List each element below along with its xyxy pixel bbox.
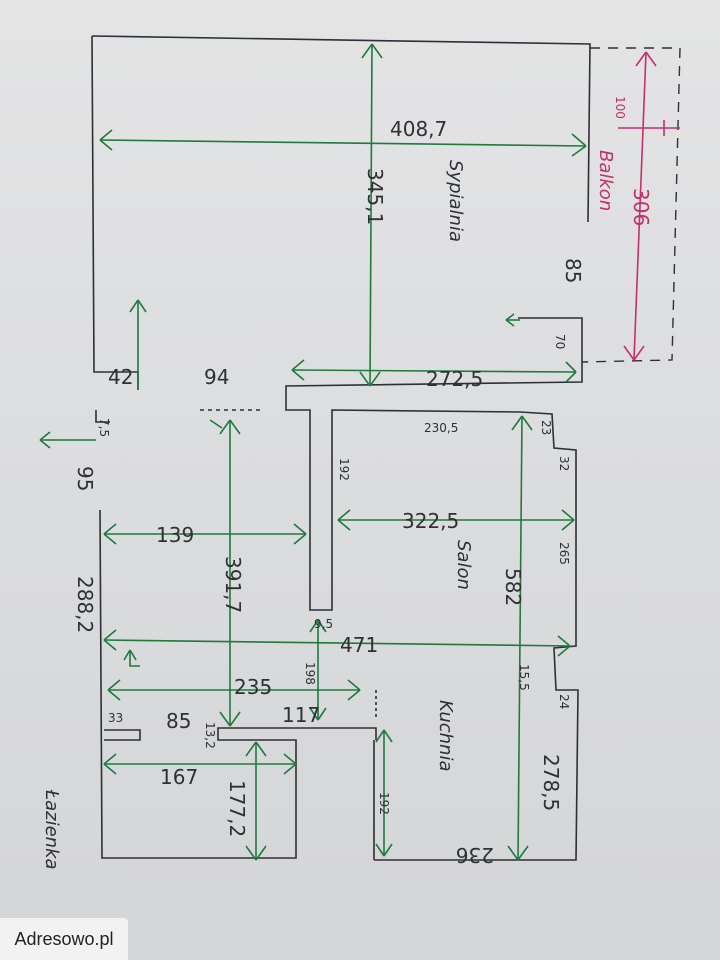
dim-32: 32: [557, 456, 571, 471]
dim-272-5: 272,5: [426, 367, 483, 391]
dim-9-5: 9,5: [314, 617, 333, 631]
dim-236: 236: [456, 843, 494, 867]
dim-408-7: 408,7: [390, 117, 447, 141]
dim-24: 24: [557, 694, 571, 709]
dim-322-5: 322,5: [402, 509, 459, 533]
dim-100: 100: [613, 96, 627, 119]
dim-192-a: 192: [337, 458, 351, 481]
balcony-dimensions: [618, 51, 680, 361]
dim-33: 33: [108, 711, 123, 725]
dim-13-2: 13,2: [203, 722, 217, 749]
dim-288-2: 288,2: [73, 576, 97, 633]
dim-192-b: 192: [377, 792, 391, 815]
dim-70: 70: [553, 334, 567, 349]
dim-582: 582: [501, 568, 525, 606]
dim-15-5: 15,5: [517, 664, 531, 691]
room-label-kuchnia: Kuchnia: [435, 700, 456, 771]
dim-94: 94: [204, 365, 229, 389]
room-label-lazienka: Łazienka: [41, 789, 62, 870]
dim-265: 265: [557, 542, 571, 565]
dim-306: 306: [629, 188, 653, 226]
dim-42: 42: [108, 365, 133, 389]
room-label-sypialnia: Sypialnia: [445, 160, 466, 242]
room-label-salon: Salon: [453, 540, 474, 590]
walls: [91, 35, 591, 861]
dim-167: 167: [160, 765, 198, 789]
dim-85b: 85: [166, 709, 191, 733]
dimension-lines: [39, 43, 587, 861]
dim-7-5: 7,5: [97, 418, 111, 437]
room-label-balkon: Balkon: [595, 150, 616, 211]
dim-345-1: 345,1: [363, 168, 387, 225]
dim-230-5: 230,5: [424, 421, 458, 435]
dim-235: 235: [234, 675, 272, 699]
dim-23: 23: [539, 420, 553, 435]
dim-198: 198: [303, 662, 317, 685]
dim-278-5: 278,5: [539, 754, 563, 811]
dim-177-2: 177,2: [225, 780, 249, 837]
dim-391-7: 391,7: [221, 556, 245, 613]
dim-139: 139: [156, 523, 194, 547]
dim-471: 471: [340, 633, 378, 657]
dim-117: 117: [282, 703, 320, 727]
dim-85: 85: [561, 258, 585, 283]
watermark: Adresowo.pl: [0, 918, 128, 960]
dim-95: 95: [73, 466, 97, 491]
watermark-text: Adresowo.pl: [14, 928, 114, 949]
balcony-outline: [581, 47, 681, 363]
